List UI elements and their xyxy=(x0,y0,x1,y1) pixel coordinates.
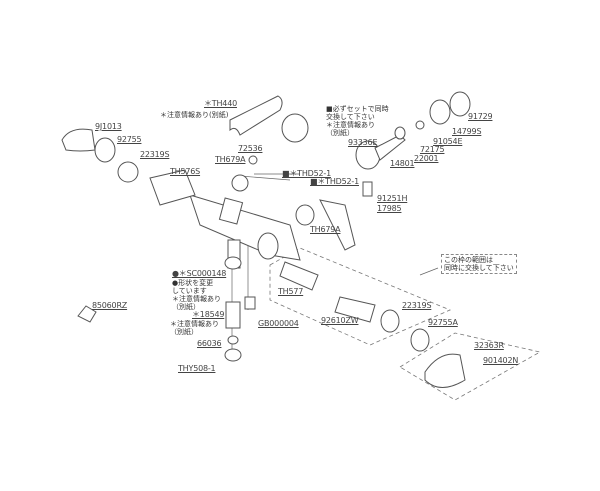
ring-92755 xyxy=(94,137,116,163)
label-THD52-1-a: ■＊THD52-1 xyxy=(282,169,331,178)
seal-SC000148 xyxy=(224,256,242,270)
label-92755A: 92755A xyxy=(428,318,458,327)
plug-GB000004 xyxy=(244,296,256,310)
note-line: （別紙） xyxy=(170,328,198,336)
label-22319S-b: 22319S xyxy=(402,301,432,310)
note-line: 交換して下さい xyxy=(326,113,375,121)
label-GB000004: GB000004 xyxy=(258,319,299,328)
label-901402N: 901402N xyxy=(483,356,519,365)
note-line: ＊注意情報あり xyxy=(326,121,375,129)
label-14801: 14801 xyxy=(390,159,415,168)
label-72175: 72175 xyxy=(420,145,445,154)
label-TH679A-b: TH679A xyxy=(310,225,341,234)
cover-TH440 xyxy=(229,95,283,136)
label-SC000148: ●＊SC000148 xyxy=(172,269,227,278)
elbow-arm xyxy=(319,199,356,251)
label-14799S: 14799S xyxy=(452,127,482,136)
label-66036: 66036 xyxy=(197,339,222,348)
key-85060RZ xyxy=(77,305,97,323)
flange-91729 xyxy=(449,91,471,117)
cartridge-TH577 xyxy=(279,261,319,291)
ring-92755A xyxy=(410,328,430,352)
label-91054E: 91054E xyxy=(433,137,463,146)
label-72536: 72536 xyxy=(238,144,263,153)
handle-32363R xyxy=(424,353,466,388)
label-85060RZ: 85060RZ xyxy=(92,301,128,310)
note-18549: ＊注意情報あり （別紙） xyxy=(170,320,219,336)
label-TH440: ＊TH440 xyxy=(204,99,237,108)
washer-72175 xyxy=(415,120,425,130)
cartridge-92610ZW xyxy=(334,296,376,323)
note-SC000148: ●形状を変更 しています ＊注意情報あり （別紙） xyxy=(172,279,221,311)
label-32363R: 32363R xyxy=(474,341,504,350)
label-18549: ＊18549 xyxy=(192,310,225,319)
label-22001: 22001 xyxy=(414,154,439,163)
ring-22319S-b xyxy=(380,309,400,333)
ring-22319S xyxy=(117,161,139,183)
note-line: 同時に交換して下さい xyxy=(444,264,514,272)
nut-22001 xyxy=(394,126,406,140)
note-line: （別紙） xyxy=(326,129,354,137)
handle-frame xyxy=(399,332,542,401)
cartridge-TH576S xyxy=(149,169,196,206)
check-valve-b xyxy=(295,204,315,226)
note-set-replace: ■必ずセットで同時 交換して下さい ＊注意情報あり （別紙） xyxy=(326,105,389,137)
note-frame: この枠の範囲は 同時に交換して下さい xyxy=(441,254,517,274)
label-TH679A: TH679A xyxy=(215,155,246,164)
leader-lines xyxy=(231,173,439,350)
note-TH440: ＊注意情報あり(別紙) xyxy=(160,111,229,119)
note-line: しています xyxy=(172,287,207,295)
label-92755: 92755 xyxy=(117,135,142,144)
label-93336E: 93336E xyxy=(348,138,378,147)
label-91729: 91729 xyxy=(468,112,493,121)
label-TH577: TH577 xyxy=(278,287,304,296)
note-line: ●形状を変更 xyxy=(172,279,214,287)
label-THD52-1-b: ■＊THD52-1 xyxy=(310,177,359,186)
label-92610ZW: 92610ZW xyxy=(321,316,359,325)
note-line: この枠の範囲は xyxy=(444,256,493,264)
elbow-fitting xyxy=(281,113,309,143)
oring-66036 xyxy=(227,335,239,345)
label-9J1013: 9J1013 xyxy=(95,122,122,131)
pipe-14801 xyxy=(374,134,406,161)
washer-72536 xyxy=(248,155,258,165)
note-line: ■必ずセットで同時 xyxy=(326,105,389,113)
label-91251H: 91251H xyxy=(377,194,408,203)
valve-body xyxy=(189,194,301,269)
label-THY508-1: THY508-1 xyxy=(178,364,216,373)
temperature-handle xyxy=(61,128,96,152)
label-TH576S: TH576S xyxy=(170,167,201,176)
label-22319S: 22319S xyxy=(140,150,170,159)
valve-91251H xyxy=(362,181,373,197)
note-line: ＊注意情報あり xyxy=(170,320,219,328)
body-18549 xyxy=(225,301,241,329)
note-line: （別紙） xyxy=(172,303,200,311)
label-17985: 17985 xyxy=(377,204,402,213)
note-line: ＊注意情報あり xyxy=(172,295,221,303)
connector-14799S xyxy=(429,99,451,125)
cap-THY508 xyxy=(224,348,242,362)
check-valve xyxy=(231,174,249,192)
